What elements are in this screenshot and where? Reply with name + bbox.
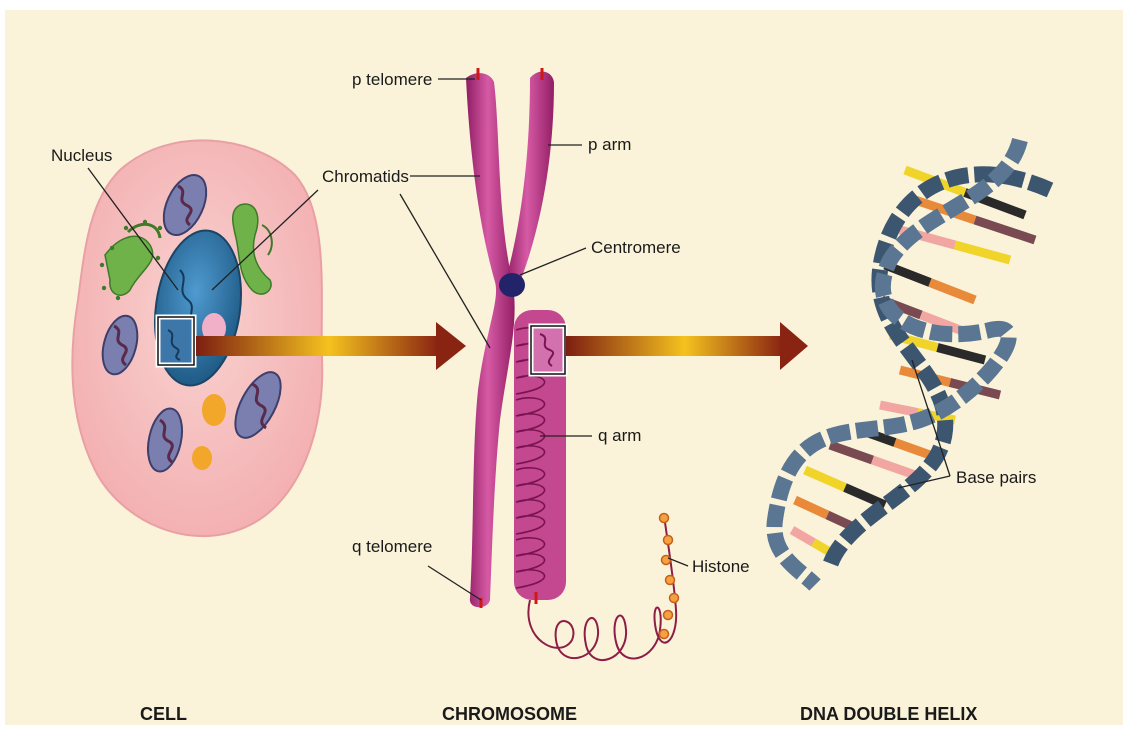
label-p-telomere: p telomere [352, 70, 432, 89]
label-chromatids: Chromatids [322, 167, 409, 186]
vesicle-icon [202, 394, 226, 426]
centromere-shape [499, 273, 525, 297]
label-histone: Histone [692, 557, 750, 576]
label-base-pairs: Base pairs [956, 468, 1036, 487]
label-centromere: Centromere [591, 238, 681, 257]
label-q-arm: q arm [598, 426, 641, 445]
label-p-arm: p arm [588, 135, 631, 154]
caption-chromosome: CHROMOSOME [442, 704, 577, 724]
label-nucleus: Nucleus [51, 146, 112, 165]
caption-cell: CELL [140, 704, 187, 724]
caption-dna-double-helix: DNA DOUBLE HELIX [800, 704, 977, 724]
label-q-telomere: q telomere [352, 537, 432, 556]
vesicle-icon [192, 446, 212, 470]
